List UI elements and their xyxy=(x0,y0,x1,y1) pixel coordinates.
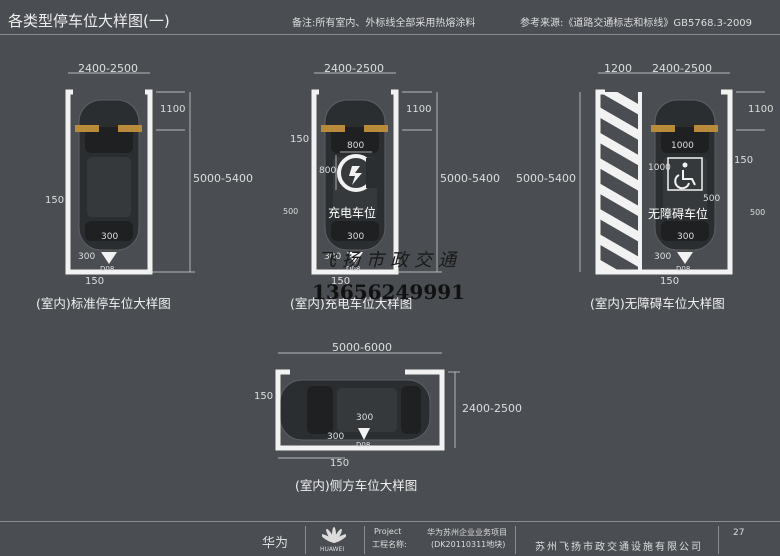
dim-label: 1000 xyxy=(648,163,671,173)
dim-length-label: 5000-5400 xyxy=(193,172,253,185)
parking-line xyxy=(65,89,153,275)
dim-label: 300 xyxy=(356,413,374,423)
dim-label: 1100 xyxy=(160,104,186,115)
divider xyxy=(718,526,719,554)
dim-label: 1200 xyxy=(604,62,632,75)
dim-label: 150 xyxy=(660,276,680,287)
project-code: (DK20110311地块) xyxy=(431,540,506,549)
dim-label: 500 xyxy=(283,207,299,216)
parking-line xyxy=(595,89,733,275)
dim-label: 150 xyxy=(85,276,105,287)
dim-label: 500 xyxy=(750,208,766,217)
dim-label: 150 xyxy=(45,195,65,206)
stop-triangle xyxy=(101,252,117,264)
charging-space xyxy=(311,72,442,275)
dim-width-label: 5000-6000 xyxy=(332,341,392,354)
dim-label: 300 xyxy=(324,252,342,262)
client-name: 华为 xyxy=(262,536,289,551)
dim-label: 800 xyxy=(347,141,365,151)
dim-width-label: 2400-2500 xyxy=(652,62,712,75)
dim-label: 150 xyxy=(734,155,754,166)
charging-text: 充电车位 xyxy=(328,206,377,220)
project-name: 华为苏州企业业务项目 xyxy=(427,528,507,537)
standard-space xyxy=(65,72,195,275)
divider xyxy=(305,526,306,554)
caption-charging: (室内)充电车位大样图 xyxy=(290,296,413,311)
dim-length-label: 2400-2500 xyxy=(462,402,522,415)
dim-label: 150 xyxy=(254,391,274,402)
header-divider xyxy=(0,34,780,35)
dim-label: 300 xyxy=(347,232,365,242)
dim-label: 300 xyxy=(101,232,119,242)
dim-label: 800 xyxy=(319,166,337,176)
dim-width-label: 2400-2500 xyxy=(78,62,138,75)
page-title: 各类型停车位大样图(一) xyxy=(8,12,170,30)
dim-label: 300 xyxy=(677,232,695,242)
stop-triangle xyxy=(677,252,693,264)
dim-label: 150 xyxy=(330,458,350,469)
code-label: D08 xyxy=(676,265,691,273)
project-label-en: Project xyxy=(374,527,402,536)
header-reference: 参考来源:《道路交通标志和标线》GB5768.3-2009 xyxy=(520,18,753,29)
dim-width-label: 2400-2500 xyxy=(324,62,384,75)
code-label: D08 xyxy=(100,265,115,273)
wheelchair-icon xyxy=(667,157,703,191)
wheel-stops xyxy=(75,125,142,132)
dim-label: 300 xyxy=(78,252,96,262)
dim-label: 500 xyxy=(703,194,721,204)
dim-label: 150 xyxy=(290,134,310,145)
dim-length-label: 5000-5400 xyxy=(516,172,576,185)
company-name: 苏州飞扬市政交通设施有限公司 xyxy=(535,542,703,553)
title-block: 华为 HUAWEI Project 工程名称: 华为苏州企业业务项目 (DK20… xyxy=(0,521,780,556)
code-label: D08 xyxy=(356,441,371,449)
caption-accessible: (室内)无障碍车位大样图 xyxy=(590,296,725,311)
charging-icon xyxy=(337,154,380,192)
stop-triangle xyxy=(347,252,363,264)
hatch-aisle xyxy=(600,92,638,272)
divider xyxy=(515,526,516,554)
caption-parallel: (室内)侧方车位大样图 xyxy=(295,478,418,493)
dim-label: 300 xyxy=(654,252,672,262)
dim-length-label: 5000-5400 xyxy=(440,172,500,185)
code-label: D08 xyxy=(346,265,361,273)
watermark-phone: 13656249991 xyxy=(312,280,466,304)
dim-label: 1100 xyxy=(406,104,432,115)
header: 各类型停车位大样图(一) 备注:所有室内、外标线全部采用热熔涂料 参考来源:《道… xyxy=(0,0,780,36)
wheel-stops xyxy=(321,125,388,132)
dim-label: 1000 xyxy=(671,141,694,151)
divider xyxy=(364,526,365,554)
project-label-cn: 工程名称: xyxy=(372,540,407,549)
dim-label: 150 xyxy=(331,276,351,287)
caption-standard: (室内)标准停车位大样图 xyxy=(36,296,171,311)
parking-line xyxy=(275,369,445,451)
dim-label: 1100 xyxy=(748,104,774,115)
watermark-brand: 飞扬市政交通 xyxy=(318,250,462,271)
page-number: 27 xyxy=(733,528,745,538)
huawei-logo-icon xyxy=(322,527,346,543)
stop-triangle xyxy=(358,428,370,440)
accessible-space xyxy=(579,72,765,275)
car-silhouette xyxy=(654,99,716,251)
parallel-space xyxy=(275,352,460,459)
car-silhouette xyxy=(78,99,140,251)
logo-text: HUAWEI xyxy=(320,546,345,553)
wheel-stops xyxy=(651,125,718,132)
dim-label: 300 xyxy=(327,432,345,442)
header-note: 备注:所有室内、外标线全部采用热熔涂料 xyxy=(292,18,476,29)
accessible-text: 无障碍车位 xyxy=(648,207,709,221)
parking-line xyxy=(311,89,399,275)
car-silhouette xyxy=(279,379,431,441)
